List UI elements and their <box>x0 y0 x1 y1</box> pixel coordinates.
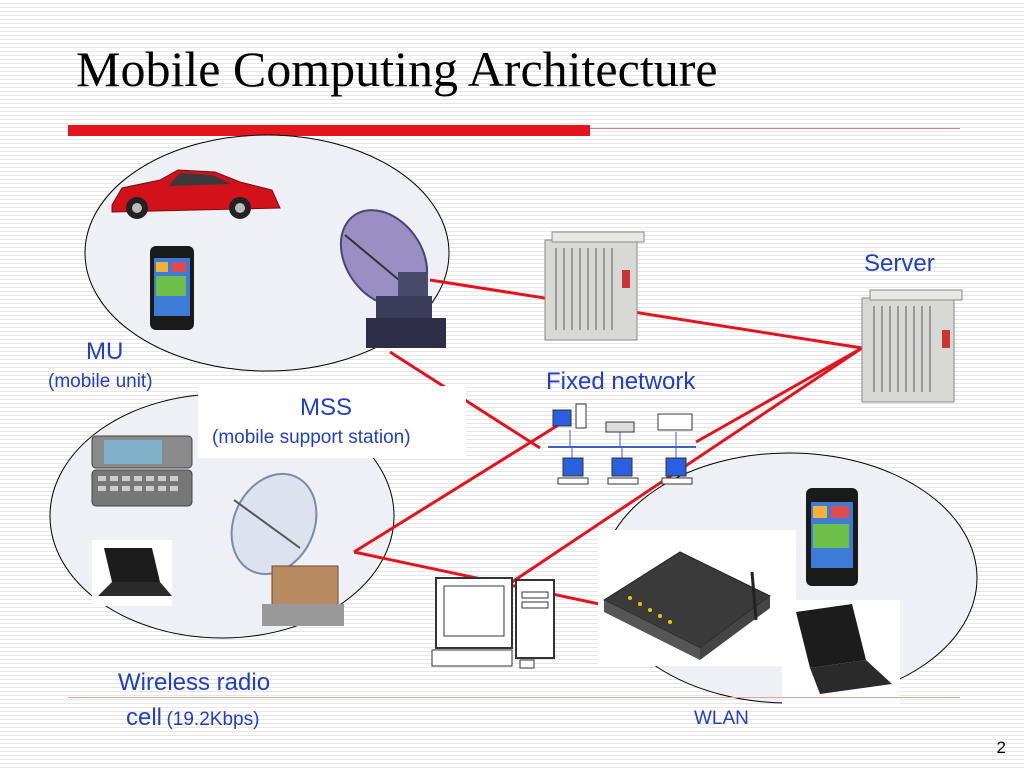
wireless-cell-label-line1: Wireless radio <box>118 669 271 696</box>
page-number: 2 <box>996 738 1006 757</box>
mss-sublabel: (mobile support station) <box>212 427 411 448</box>
handheld-keyboard-device-icon <box>91 435 193 507</box>
footer-rule <box>68 697 960 698</box>
title-underline-red <box>68 125 590 136</box>
slide-title: Mobile Computing Architecture <box>76 41 718 97</box>
mu-label: MU <box>86 338 124 365</box>
server-label: Server <box>864 250 935 277</box>
mss-label-box <box>198 386 466 458</box>
satellite-dish-icon <box>339 209 446 348</box>
laptop-icon <box>92 540 172 606</box>
fixed-network-label: Fixed network <box>546 368 696 395</box>
title-underline-gray <box>590 128 960 129</box>
wireless-cell-word: cell <box>126 704 163 731</box>
wlan-label: WLAN <box>694 708 749 729</box>
wireless-router-icon <box>598 530 796 666</box>
smartphone-icon <box>150 246 194 330</box>
wireless-cell-rate: (19.2Kbps) <box>166 709 260 730</box>
wireless-cell-label-line2: cell (19.2Kbps) <box>126 704 259 732</box>
server-rack-icon <box>544 231 645 341</box>
car-icon <box>111 169 281 219</box>
lan-network-icon <box>548 403 696 485</box>
laptop-icon <box>782 600 900 704</box>
satellite-dish-icon <box>230 472 344 626</box>
desktop-computer-icon <box>431 577 555 669</box>
smartphone-icon <box>806 488 858 586</box>
mu-sublabel: (mobile unit) <box>48 371 153 392</box>
server-icon <box>861 289 963 403</box>
mss-label: MSS <box>300 394 353 421</box>
